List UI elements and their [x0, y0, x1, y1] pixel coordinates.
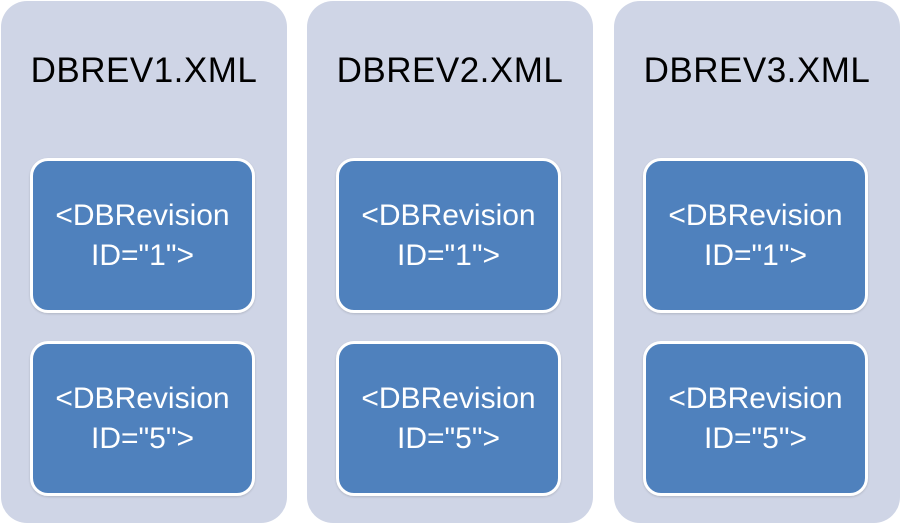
- revision-id-line: ID="1">: [90, 238, 195, 272]
- file-column-dbrev3: DBREV3.XML <DBRevision ID="1"> <DBRevisi…: [614, 1, 900, 523]
- file-title: DBREV3.XML: [643, 51, 871, 90]
- revision-id-line: ID="5">: [396, 421, 501, 455]
- revision-tag-line: <DBRevision: [55, 198, 230, 232]
- file-title: DBREV1.XML: [30, 51, 258, 90]
- file-title: DBREV2.XML: [336, 51, 564, 90]
- revision-tag-line: <DBRevision: [361, 198, 536, 232]
- revision-box: <DBRevision ID="5">: [643, 341, 868, 496]
- revision-id-line: ID="1">: [396, 238, 501, 272]
- revision-id-line: ID="5">: [90, 421, 195, 455]
- file-column-dbrev2: DBREV2.XML <DBRevision ID="1"> <DBRevisi…: [307, 1, 593, 523]
- file-column-dbrev1: DBREV1.XML <DBRevision ID="1"> <DBRevisi…: [1, 1, 287, 523]
- revision-box: <DBRevision ID="1">: [30, 158, 255, 313]
- revision-box: <DBRevision ID="1">: [643, 158, 868, 313]
- revision-tag-line: <DBRevision: [668, 381, 843, 415]
- revision-id-line: ID="1">: [703, 238, 808, 272]
- revision-tag-line: <DBRevision: [55, 381, 230, 415]
- revision-tag-line: <DBRevision: [361, 381, 536, 415]
- revision-box: <DBRevision ID="5">: [336, 341, 561, 496]
- revision-box: <DBRevision ID="5">: [30, 341, 255, 496]
- revision-tag-line: <DBRevision: [668, 198, 843, 232]
- revision-id-line: ID="5">: [703, 421, 808, 455]
- revision-box: <DBRevision ID="1">: [336, 158, 561, 313]
